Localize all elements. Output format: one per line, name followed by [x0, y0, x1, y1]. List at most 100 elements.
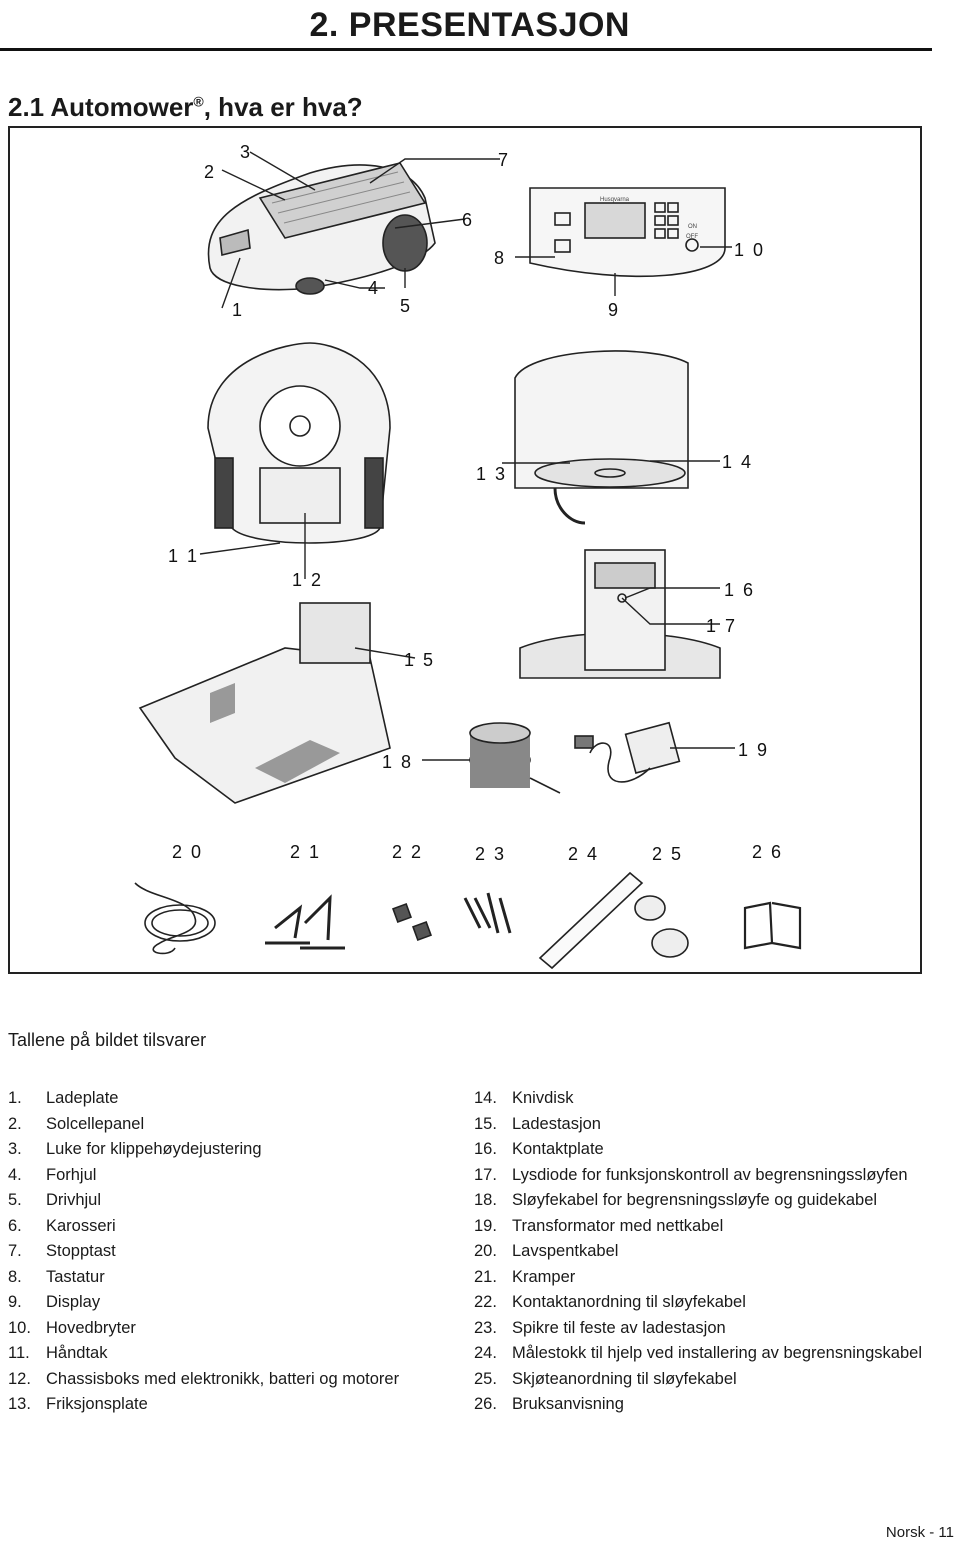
- callout-9: 9: [608, 300, 621, 320]
- pegs-illustration: [463, 892, 512, 934]
- legend-number: 3.: [8, 1140, 22, 1158]
- legend-number: 15.: [474, 1114, 497, 1133]
- legend-text: Hovedbryter: [46, 1318, 136, 1337]
- legend-item: 3.Luke for klippehøydejustering: [8, 1137, 448, 1163]
- legend-item: 16.Kontaktplate: [474, 1137, 924, 1163]
- legend-text: Kontaktanordning til sløyfekabel: [512, 1293, 746, 1311]
- legend-number: 19.: [474, 1216, 497, 1235]
- legend-number: 13.: [8, 1395, 31, 1413]
- legend-item: 24. Målestokk til hjelp ved installering …: [474, 1341, 924, 1367]
- callout-12: 1 2: [292, 570, 324, 590]
- low-voltage-cable-illustration: [134, 882, 216, 955]
- callout-14: 1 4: [722, 452, 754, 472]
- parts-figure: Husqvarna ON OFF 1 2 3 4 5 6 7 8 9 1 0 1…: [8, 126, 922, 974]
- legend-item: 19. Transformator med nettkabel: [474, 1214, 924, 1240]
- ruler-illustration: [538, 871, 644, 970]
- callout-17: 1 7: [706, 616, 738, 636]
- connectors-illustration: [392, 903, 432, 941]
- legend-number: 25.: [474, 1369, 497, 1388]
- mower-top-illustration: [207, 162, 436, 295]
- legend-number: 22.: [474, 1293, 497, 1311]
- contact-plate-illustration: [519, 549, 721, 679]
- staples-illustration: [265, 894, 345, 950]
- parts-illustration: Husqvarna ON OFF: [134, 151, 802, 970]
- legend-number: 20.: [474, 1242, 497, 1260]
- intro-text: Tallene på bildet tilsvarer: [8, 1030, 207, 1050]
- legend-number: 17.: [474, 1165, 497, 1184]
- legend-number: 6.: [8, 1216, 22, 1235]
- legend-number: 2.: [8, 1114, 22, 1133]
- legend-number: 24.: [474, 1344, 497, 1362]
- legend-number: 10.: [8, 1318, 31, 1337]
- legend-text: Karosseri: [46, 1216, 116, 1235]
- legend-item: 21. Kramper: [474, 1265, 924, 1291]
- legend-text: Kramper: [512, 1267, 576, 1286]
- switch-on-label: ON: [688, 224, 697, 230]
- legend-item: 1. Ladeplate: [8, 1086, 448, 1112]
- callout-8: 8: [494, 248, 507, 268]
- legend-text: Målestokk til hjelp ved installering av …: [512, 1344, 922, 1362]
- callout-3: 3: [240, 142, 253, 162]
- legend-text: Sløyfekabel for begrensningssløyfe og gu…: [512, 1191, 878, 1209]
- chapter-title: 2. PRESENTASJON: [309, 6, 630, 44]
- callout-7: 7: [498, 150, 511, 170]
- legend-text: Display: [46, 1293, 101, 1311]
- legend-number: 5.: [8, 1191, 22, 1209]
- legend-text: Friksjonsplate: [46, 1395, 148, 1413]
- legend-item: 25.Skjøteanordning til sløyfekabel: [474, 1367, 924, 1393]
- legend-text: Forhjul: [46, 1165, 97, 1184]
- legend-number: 14.: [474, 1089, 497, 1107]
- legend-item: 13. Friksjonsplate: [8, 1392, 448, 1418]
- callout-1: 1: [232, 300, 245, 320]
- charging-station-illustration: [138, 602, 391, 804]
- legend-text: Tastatur: [46, 1267, 105, 1286]
- legend-item: 15. Ladestasjon: [474, 1112, 924, 1138]
- callout-13: 1 3: [476, 464, 508, 484]
- callout-25: 2 5: [652, 844, 684, 864]
- legend-item: 5.Drivhjul: [8, 1188, 448, 1214]
- callout-18: 1 8: [382, 752, 414, 772]
- legend-item: 2. Solcellepanel: [8, 1112, 448, 1138]
- switch-off-label: OFF: [686, 234, 698, 240]
- legend-item: 18. Sløyfekabel for begrensningssløyfe og…: [474, 1188, 924, 1214]
- callout-20: 2 0: [172, 842, 204, 862]
- legend-number: 21.: [474, 1267, 497, 1286]
- legend-item: 7.Stopptast: [8, 1239, 448, 1265]
- legend-number: 9.: [8, 1293, 22, 1311]
- callout-10: 1 0: [734, 240, 766, 260]
- legend-number: 4.: [8, 1165, 22, 1184]
- legend-text: Håndtak: [46, 1344, 108, 1362]
- legend-text: Transformator med nettkabel: [512, 1216, 724, 1235]
- legend-number: 7.: [8, 1242, 22, 1260]
- legend-item: 26.Bruksanvisning: [474, 1392, 924, 1418]
- legend-item: 20. Lavspentkabel: [474, 1239, 924, 1265]
- legend-item: 22. Kontaktanordning til sløyfekabel: [474, 1290, 924, 1316]
- legend-item: 23.Spikre til feste av ladestasjon: [474, 1316, 924, 1342]
- callout-22: 2 2: [392, 842, 424, 862]
- page-footer: Norsk - 11: [885, 1524, 954, 1541]
- legend-text: Lavspentkabel: [512, 1242, 619, 1260]
- legend-number: 16.: [474, 1140, 497, 1158]
- legend-text: Solcellepanel: [46, 1114, 145, 1133]
- legend-text: Chassisboks med elektronikk, batteri og …: [46, 1369, 400, 1388]
- legend-number: 1.: [8, 1089, 22, 1107]
- legend-item: 8. Tastatur: [8, 1265, 448, 1291]
- header-rule: [0, 48, 932, 51]
- legend-number: 12.: [8, 1369, 31, 1388]
- legend-number: 8.: [8, 1267, 22, 1286]
- callout-2: 2: [204, 162, 217, 182]
- legend-item: 14.Knivdisk: [474, 1086, 924, 1112]
- mower-bottom-illustration: [207, 342, 391, 544]
- keypad-illustration: [529, 187, 726, 278]
- callout-24: 2 4: [568, 844, 600, 864]
- callout-26: 2 6: [752, 842, 784, 862]
- legend-item: 6. Karosseri: [8, 1214, 448, 1240]
- legend-list-right: 14.Knivdisk 15. Ladestasjon 16.Kontaktplate…: [474, 1086, 924, 1418]
- legend-number: 23.: [474, 1318, 497, 1337]
- registered-mark: ®: [193, 93, 204, 110]
- manual-illustration: [743, 901, 802, 950]
- legend-text: Ladeplate: [46, 1089, 119, 1107]
- legend-text: Ladestasjon: [512, 1114, 601, 1133]
- legend-number: 18.: [474, 1191, 497, 1209]
- legend-item: 11.Håndtak: [8, 1341, 448, 1367]
